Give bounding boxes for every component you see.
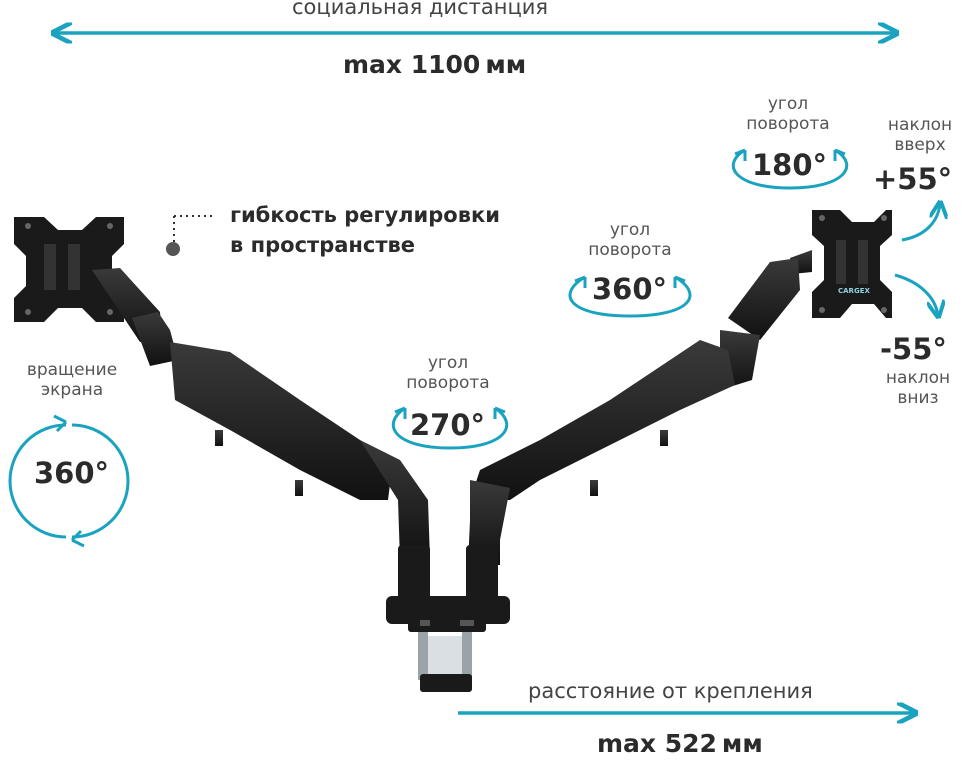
screen-rotation-circle-icon (8, 414, 130, 548)
mount-distance-value: max 522 мм (597, 729, 763, 758)
base-swivel-label-2: поворота (406, 373, 490, 393)
base-swivel-value: 270° (410, 408, 486, 442)
base-swivel-arrow-icon (391, 406, 509, 450)
head-swivel-value: 180° (752, 148, 828, 182)
left-vesa-plate (14, 217, 124, 322)
tilt-up-value: +55° (873, 162, 953, 196)
social-distance-caption: социальная дистанция (292, 0, 549, 19)
arm-swivel-label-2: поворота (588, 240, 672, 260)
screen-rotation-label-2: экрана (40, 380, 104, 400)
tilt-down-arrow-icon (894, 273, 938, 315)
tilt-up-label-2: вверх (894, 135, 946, 155)
head-swivel-label-2: поворота (746, 114, 830, 134)
tilt-down-label-2: вниз (897, 388, 939, 408)
head-swivel-arrow-icon (731, 148, 849, 190)
arm-swivel-value: 360° (592, 272, 668, 306)
right-vesa-plate (812, 210, 892, 318)
feature-line-2: в пространстве (230, 233, 416, 257)
feature-line-1: гибкость регулировки (230, 203, 500, 227)
tilt-down-value: -55° (880, 332, 947, 366)
tilt-up-label-1: наклон (887, 115, 953, 135)
head-swivel-label-1: угол (767, 94, 809, 114)
tilt-down-label-1: наклон (885, 368, 951, 388)
screen-rotation-label-1: вращение (26, 360, 118, 380)
screen-rotation-value: 360° (34, 456, 110, 490)
social-distance-value: max 1100 мм (343, 50, 527, 79)
arm-swivel-label-1: угол (609, 220, 651, 240)
arm-swivel-arrow-icon (568, 275, 692, 318)
central-post (386, 545, 510, 632)
tilt-up-arrow-icon (901, 204, 940, 242)
desk-clamp (418, 632, 472, 692)
base-swivel-label-1: угол (427, 353, 469, 373)
brand-logo: CARGEX (838, 287, 870, 295)
mount-distance-caption: расстояние от крепления (528, 679, 813, 703)
right-arm (468, 250, 812, 565)
left-arm (92, 268, 430, 560)
feature-dot-icon (166, 242, 180, 256)
